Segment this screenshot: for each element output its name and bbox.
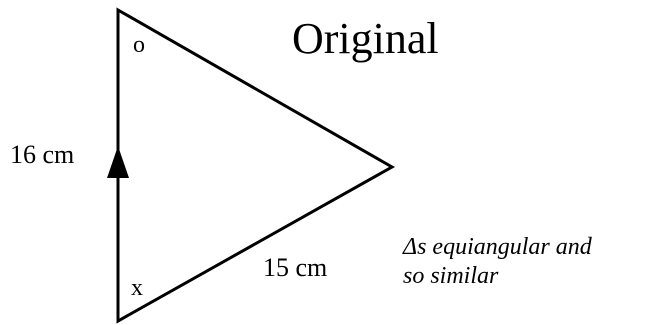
up-arrow-icon — [107, 146, 129, 178]
angle-label-top: o — [133, 32, 145, 58]
similarity-note-line-2: so similar — [403, 263, 499, 289]
angle-label-bottom: x — [131, 275, 143, 301]
side-length-bottom: 15 cm — [263, 253, 327, 282]
diagram-title: Original — [292, 14, 439, 63]
side-length-left: 16 cm — [10, 140, 74, 169]
similarity-note-line-1: Δs equiangular and — [402, 234, 593, 260]
